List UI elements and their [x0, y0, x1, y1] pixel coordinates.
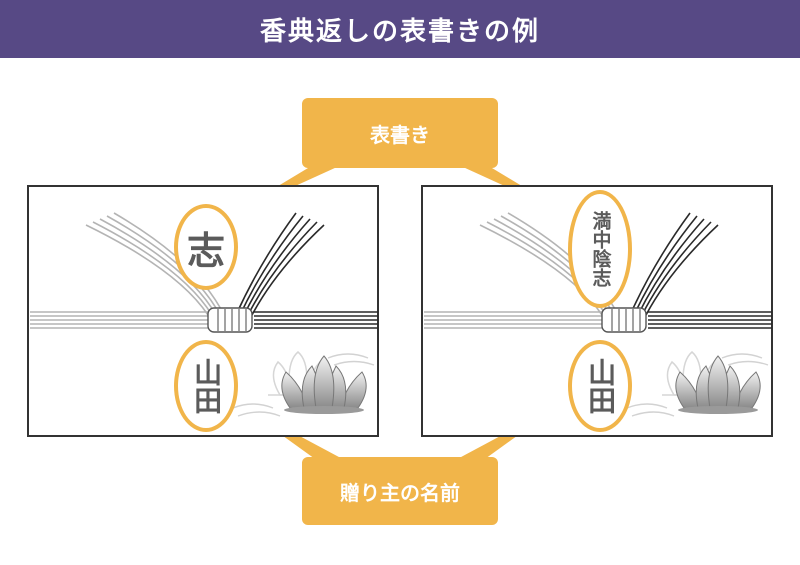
right-name-text: 山田 [584, 358, 618, 414]
label-sender-name: 贈り主の名前 [302, 457, 498, 525]
page-title: 香典返しの表書きの例 [0, 0, 800, 58]
left-name-oval: 山田 [174, 340, 238, 432]
right-omotegaki-text: 満中陰志 [589, 211, 612, 287]
left-name-text: 山田 [190, 358, 224, 414]
left-omotegaki-text: 志 [186, 227, 225, 273]
label-omotegaki: 表書き [302, 98, 498, 168]
left-omotegaki-oval: 志 [174, 204, 238, 290]
right-name-oval: 山田 [568, 340, 632, 432]
right-omotegaki-oval: 満中陰志 [568, 190, 632, 308]
